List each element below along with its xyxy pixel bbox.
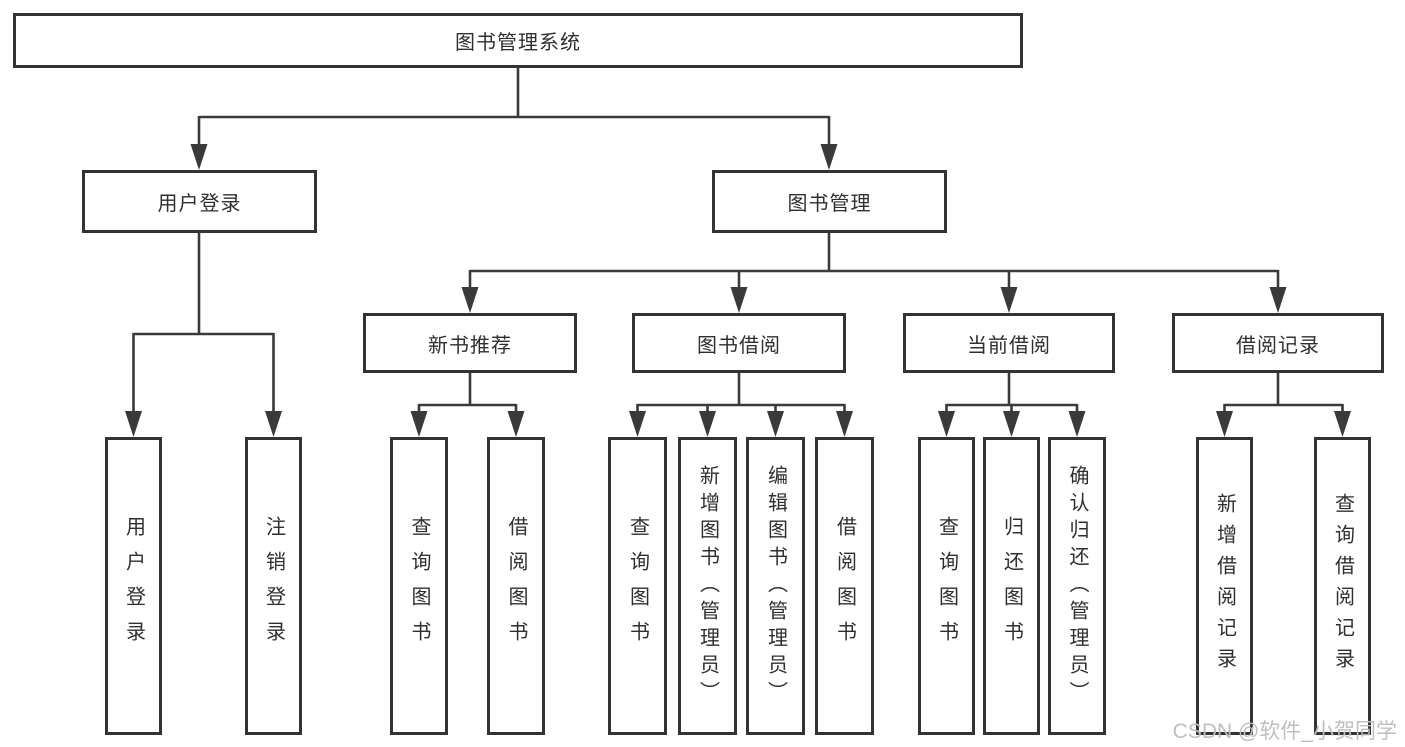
csdn-watermark: CSDN @软件_小贺同学 — [1172, 720, 1397, 743]
leaf-query-books-borrow: 查询图书 — [608, 437, 667, 735]
node-new-book-recommend: 新书推荐 — [363, 313, 577, 373]
leaf-query-books-current-label: 查询图书 — [935, 516, 958, 656]
leaf-confirm-return-admin: 确认归还（管理员） — [1048, 437, 1106, 735]
leaf-add-books-admin: 新增图书（管理员） — [678, 437, 737, 735]
leaf-user-login-label: 用户登录 — [122, 516, 145, 656]
connector-new-book-fork — [417, 373, 518, 413]
leaf-add-borrow-record-label: 新增借阅记录 — [1213, 493, 1236, 679]
connector-user-login-fork — [132, 233, 275, 413]
node-book-borrowing-label: 图书借阅 — [697, 334, 781, 357]
leaf-query-books-recommend-label: 查询图书 — [408, 516, 430, 656]
leaf-query-books-recommend: 查询图书 — [390, 437, 448, 735]
node-book-management-label: 图书管理 — [787, 193, 872, 215]
leaf-edit-books-admin-label: 编辑图书（管理员） — [764, 464, 787, 708]
leaf-edit-books-admin: 编辑图书（管理员） — [746, 437, 805, 735]
connector-book-mgmt-fork — [468, 233, 1280, 289]
connector-current-borrow-fork — [945, 373, 1079, 413]
leaf-add-books-admin-label: 新增图书（管理员） — [696, 464, 719, 708]
leaf-query-borrow-record-label: 查询借阅记录 — [1331, 493, 1354, 679]
node-new-book-recommend-label: 新书推荐 — [428, 334, 512, 357]
leaf-query-borrow-record: 查询借阅记录 — [1314, 437, 1371, 735]
node-borrowing-records-label: 借阅记录 — [1236, 334, 1320, 357]
node-user-login: 用户登录 — [82, 170, 317, 233]
node-book-management: 图书管理 — [712, 170, 947, 233]
arrowheads — [125, 144, 1351, 437]
leaf-borrow-books-recommend-label: 借阅图书 — [505, 516, 527, 656]
node-user-login-label: 用户登录 — [157, 193, 242, 215]
connector-book-borrow-fork — [636, 373, 846, 413]
leaf-borrow-books-recommend: 借阅图书 — [487, 437, 545, 735]
node-root-label: 图书管理系统 — [455, 32, 581, 54]
leaf-query-books-current: 查询图书 — [918, 437, 975, 735]
leaf-add-borrow-record: 新增借阅记录 — [1196, 437, 1253, 735]
leaf-return-books: 归还图书 — [983, 437, 1040, 735]
leaf-logout-label: 注销登录 — [262, 516, 285, 656]
connector-root-to-level2 — [197, 68, 831, 146]
leaf-return-books-label: 归还图书 — [1000, 516, 1023, 656]
leaf-user-login: 用户登录 — [105, 437, 162, 735]
connector-borrow-record-fork — [1223, 373, 1344, 413]
node-root-library-system: 图书管理系统 — [13, 13, 1023, 68]
leaf-confirm-return-admin-label: 确认归还（管理员） — [1066, 464, 1088, 708]
leaf-borrow-books: 借阅图书 — [815, 437, 874, 735]
node-borrowing-records: 借阅记录 — [1172, 313, 1384, 373]
leaf-query-books-borrow-label: 查询图书 — [626, 516, 649, 656]
node-book-borrowing: 图书借阅 — [632, 313, 846, 373]
node-current-borrowing-label: 当前借阅 — [967, 334, 1051, 357]
leaf-logout: 注销登录 — [245, 437, 302, 735]
leaf-borrow-books-label: 借阅图书 — [833, 516, 856, 656]
node-current-borrowing: 当前借阅 — [903, 313, 1115, 373]
